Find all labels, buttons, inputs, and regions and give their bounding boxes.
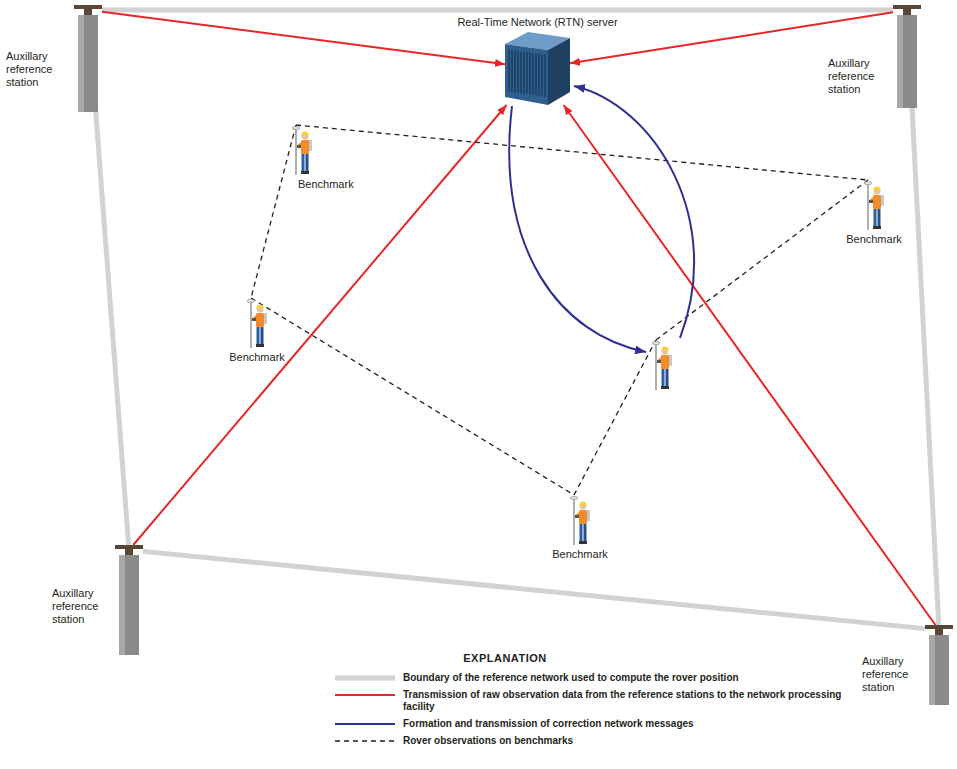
legend-entry: Formation and transmission of correction…	[335, 718, 855, 730]
tower-body	[929, 635, 949, 705]
server-label: Real-Time Network (RTN) server	[457, 16, 617, 29]
antenna-stem	[125, 549, 133, 555]
rover-observation-line	[296, 125, 868, 180]
antenna-stem	[84, 9, 92, 15]
antenna-cap	[893, 5, 921, 9]
server-vent	[520, 51, 521, 93]
network-boundary-line	[143, 551, 925, 628]
reference-station: Auxillary reference station	[74, 5, 102, 15]
benchmark-label: Benchmark	[229, 351, 285, 364]
server-vent	[535, 53, 536, 95]
surveyor-figure	[292, 126, 312, 175]
raw-data-transmission-line	[102, 12, 505, 64]
network-boundary-line	[102, 8, 893, 13]
legend-line	[335, 740, 395, 741]
benchmark-label: Benchmark	[846, 233, 902, 246]
raw-data-transmission-line	[564, 105, 936, 625]
tower-highlight	[929, 635, 935, 705]
server-side	[548, 38, 570, 105]
legend-line-sample	[335, 718, 395, 730]
server-vent	[514, 50, 515, 92]
rtn-server: Real-Time Network (RTN) server	[505, 32, 570, 105]
antenna-stem	[935, 629, 943, 635]
tower-body	[78, 15, 98, 112]
reference-station-tower	[115, 545, 143, 655]
server-vent	[508, 50, 509, 92]
benchmark: Benchmark	[862, 180, 886, 230]
legend-line	[335, 694, 395, 696]
legend-text: Transmission of raw observation data fro…	[403, 689, 853, 713]
rover-observation-line	[251, 125, 296, 298]
legend-entry: Rover observations on benchmarks	[335, 735, 855, 747]
surveyor-figure	[864, 181, 884, 230]
tower-highlight	[897, 15, 903, 108]
server-vent	[538, 54, 539, 96]
antenna-cap	[925, 625, 953, 629]
tower-body	[897, 15, 917, 108]
station-label: Auxillary reference station	[828, 57, 890, 96]
server-vents	[509, 50, 545, 97]
benchmark: Benchmark	[245, 298, 269, 348]
correction-message-arrow	[574, 86, 694, 338]
benchmark-label: Benchmark	[552, 548, 608, 561]
station-label: Auxillary reference station	[52, 587, 114, 626]
raw-data-transmission-line	[570, 12, 893, 63]
server-icon	[505, 32, 570, 105]
rover-figure	[652, 341, 672, 390]
legend-line-sample	[335, 672, 395, 684]
server-vent	[523, 52, 524, 94]
benchmark: Benchmark	[568, 495, 592, 545]
legend-text: Formation and transmission of correction…	[403, 718, 853, 730]
tower-highlight	[119, 555, 125, 655]
legend-text: Boundary of the reference network used t…	[403, 672, 853, 684]
antenna-cap	[74, 5, 102, 9]
reference-station: Auxillary reference station	[893, 5, 921, 15]
reference-station-tower	[893, 5, 921, 108]
benchmark-label: Benchmark	[298, 178, 354, 191]
reference-station-tower	[925, 625, 953, 705]
legend: Boundary of the reference network used t…	[335, 672, 855, 752]
reference-station-tower	[74, 5, 102, 112]
surveyor-figure	[570, 496, 590, 545]
rover-observation-line	[574, 340, 656, 495]
antenna-cap	[115, 545, 143, 549]
legend-heading: EXPLANATION	[400, 652, 610, 664]
server-vent	[541, 54, 542, 96]
server-vent	[517, 51, 518, 93]
raw-data-transmission-line	[133, 105, 506, 545]
legend-line	[335, 676, 395, 681]
benchmark: Benchmark	[290, 125, 314, 175]
station-label: Auxillary reference station	[6, 50, 68, 89]
rover-observation-line	[251, 298, 574, 495]
server-vent	[526, 52, 527, 94]
antenna-stem	[903, 9, 911, 15]
tower-body	[119, 555, 139, 655]
server-vent	[511, 50, 512, 92]
tower-highlight	[78, 15, 84, 112]
legend-entry: Transmission of raw observation data fro…	[335, 689, 855, 713]
server-vent	[544, 55, 545, 97]
reference-station: Auxillary reference station	[925, 625, 953, 635]
server-vent	[529, 52, 530, 94]
legend-line	[335, 723, 395, 725]
legend-text: Rover observations on benchmarks	[403, 735, 853, 747]
station-label: Auxillary reference station	[862, 655, 924, 694]
surveyor-figure	[247, 299, 267, 348]
server-front	[505, 44, 548, 105]
correction-message-arrow	[509, 106, 646, 352]
legend-line-sample	[335, 735, 395, 747]
legend-entry: Boundary of the reference network used t…	[335, 672, 855, 684]
server-vent	[532, 53, 533, 95]
reference-station: Auxillary reference station	[115, 545, 143, 555]
legend-line-sample	[335, 689, 395, 701]
